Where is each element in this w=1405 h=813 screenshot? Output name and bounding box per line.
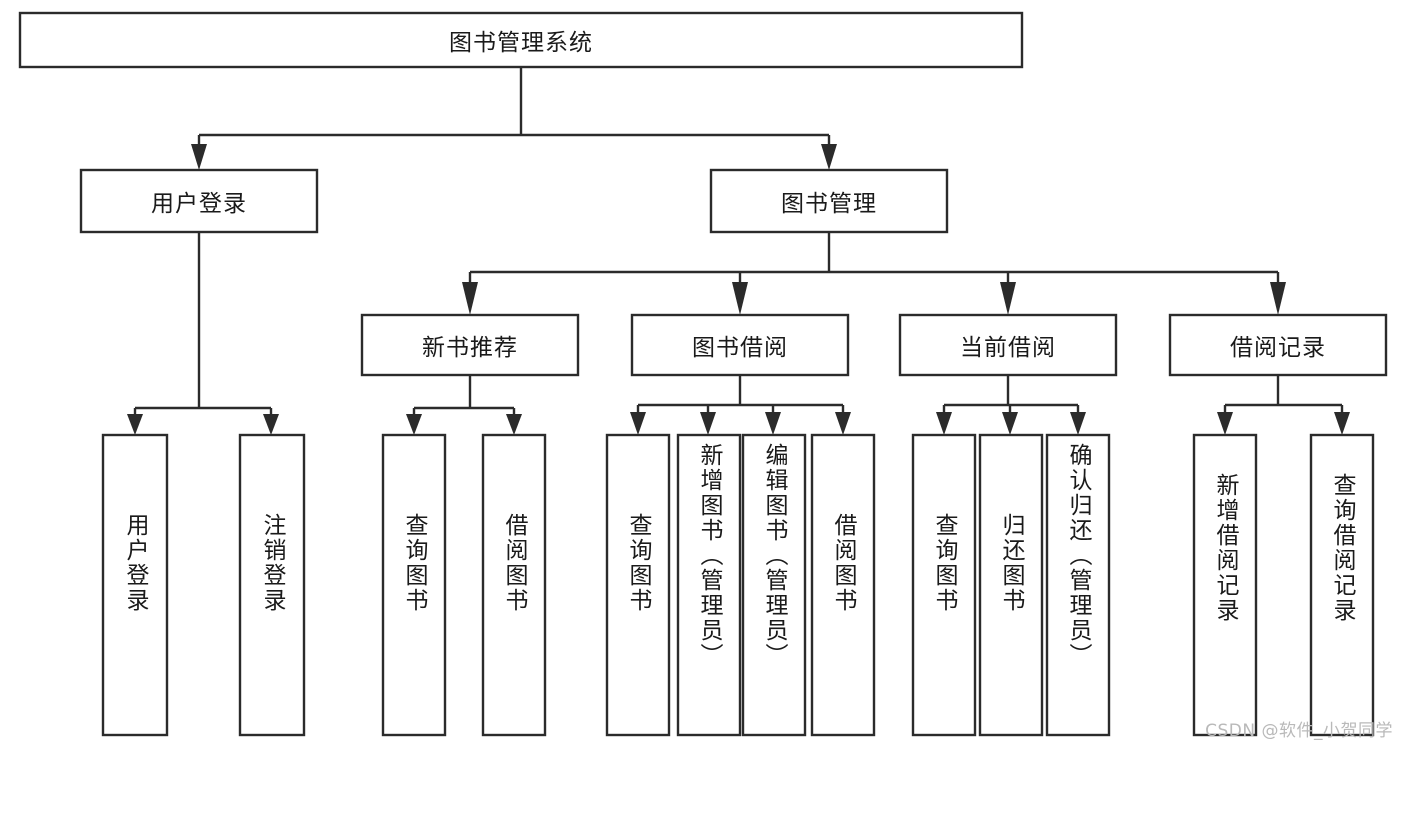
node-box-leaf-query-record[interactable] xyxy=(1309,433,1375,737)
node-box-new-book-recommend[interactable] xyxy=(360,313,580,377)
arrow-head-leaf-query-book-1 xyxy=(406,414,422,435)
arrow-head-leaf-query-record xyxy=(1334,412,1350,435)
node-box-leaf-query-book-1[interactable] xyxy=(381,433,447,737)
connector-group-root xyxy=(191,67,837,170)
node-box-current-borrow[interactable] xyxy=(898,313,1118,377)
arrow-head-book-manage xyxy=(821,144,837,170)
node-box-user-login[interactable] xyxy=(79,168,319,234)
node-box-leaf-borrow-book-2[interactable] xyxy=(810,433,876,737)
arrow-head-borrow-record xyxy=(1270,282,1286,315)
connector-group-book-borrow xyxy=(630,375,851,435)
connector-group-user-login xyxy=(127,232,279,435)
node-box-leaf-edit-book[interactable] xyxy=(741,433,807,737)
node-box-leaf-return-book[interactable] xyxy=(978,433,1044,737)
arrow-head-leaf-edit-book xyxy=(765,412,781,435)
arrow-head-current-borrow xyxy=(1000,282,1016,315)
node-box-leaf-user-login[interactable] xyxy=(101,433,169,737)
node-box-book-borrow[interactable] xyxy=(630,313,850,377)
arrow-head-user-login xyxy=(191,144,207,170)
node-box-leaf-add-book[interactable] xyxy=(676,433,742,737)
arrow-head-leaf-confirm-return xyxy=(1070,412,1086,435)
arrow-head-new-book-recommend xyxy=(462,282,478,315)
flowchart-svg xyxy=(18,11,1388,737)
arrow-head-leaf-return-book xyxy=(1002,412,1018,435)
node-box-leaf-logout-login[interactable] xyxy=(238,433,306,737)
connector-group-book-manage xyxy=(462,232,1286,315)
arrow-head-book-borrow xyxy=(732,282,748,315)
arrow-head-leaf-logout-login xyxy=(263,414,279,435)
node-box-borrow-record[interactable] xyxy=(1168,313,1388,377)
connector-group-new-book-recommend xyxy=(406,375,522,435)
node-box-leaf-borrow-book-1[interactable] xyxy=(481,433,547,737)
arrow-head-leaf-borrow-book-1 xyxy=(506,414,522,435)
node-box-book-manage[interactable] xyxy=(709,168,949,234)
connector-group-borrow-record xyxy=(1217,375,1350,435)
flowchart-canvas: 图书管理系统 用户登录 图书管理 新书推荐 图书借阅 当前借阅 借阅记录 用户登… xyxy=(18,11,1393,741)
node-box-leaf-query-book-3[interactable] xyxy=(911,433,977,737)
arrow-head-leaf-add-record xyxy=(1217,412,1233,435)
connector-group-current-borrow xyxy=(936,375,1086,435)
arrow-head-leaf-borrow-book-2 xyxy=(835,412,851,435)
node-box-leaf-confirm-return[interactable] xyxy=(1045,433,1111,737)
arrow-head-leaf-user-login xyxy=(127,414,143,435)
arrow-head-leaf-query-book-3 xyxy=(936,412,952,435)
node-box-leaf-query-book-2[interactable] xyxy=(605,433,671,737)
node-box-root[interactable] xyxy=(18,11,1024,69)
node-box-leaf-add-record[interactable] xyxy=(1192,433,1258,737)
arrow-head-leaf-query-book-2 xyxy=(630,412,646,435)
arrow-head-leaf-add-book xyxy=(700,412,716,435)
